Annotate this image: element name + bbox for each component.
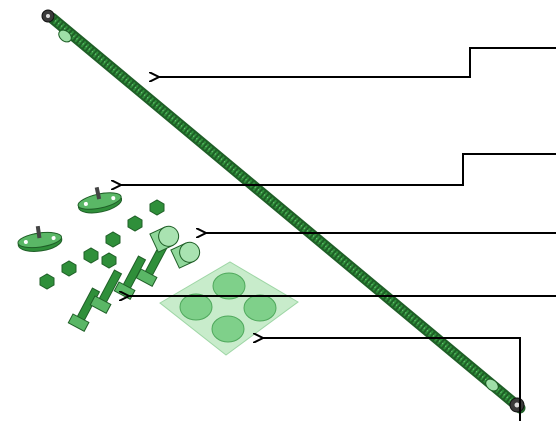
callout-lines (120, 47, 556, 421)
nut-icon (39, 199, 165, 290)
cap-icon (149, 225, 201, 269)
callout-spring-rod (158, 47, 556, 77)
bumper-pad-icon (159, 261, 299, 356)
bolt-icon (67, 242, 169, 332)
spring-rod-icon (41, 9, 526, 414)
callout-mount-brackets (120, 153, 556, 185)
bracket-icon (17, 186, 123, 252)
callout-bumper-pads (262, 338, 521, 421)
